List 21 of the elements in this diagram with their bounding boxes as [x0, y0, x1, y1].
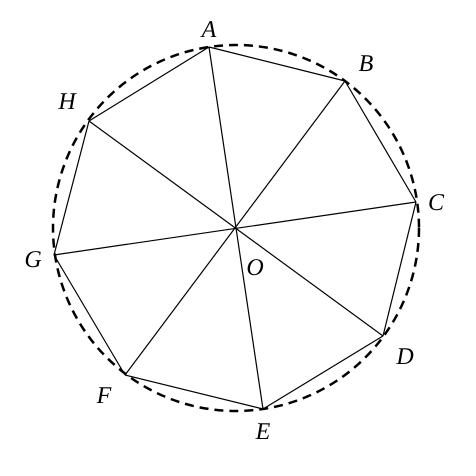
line-segment — [208, 46, 264, 410]
vertex-label: A — [199, 18, 218, 42]
vertex-label: C — [426, 191, 446, 215]
vertex-label: G — [23, 248, 43, 272]
vertex-label: H — [57, 90, 78, 114]
line-segment — [88, 120, 384, 336]
line-segment — [124, 374, 264, 410]
line-segment — [344, 80, 417, 202]
line-segment — [382, 202, 417, 336]
center-label: O — [245, 256, 265, 280]
vertex-label: E — [254, 420, 272, 444]
line-segment — [53, 120, 90, 256]
line-segment — [208, 46, 346, 82]
vertex-label: D — [395, 345, 415, 369]
vertex-label: B — [358, 52, 374, 76]
line-segment — [88, 46, 210, 122]
line-segment — [53, 254, 126, 376]
line-segment — [54, 201, 416, 256]
vertex-label: F — [96, 384, 112, 408]
line-segment — [262, 335, 384, 410]
line-segment — [124, 80, 346, 376]
